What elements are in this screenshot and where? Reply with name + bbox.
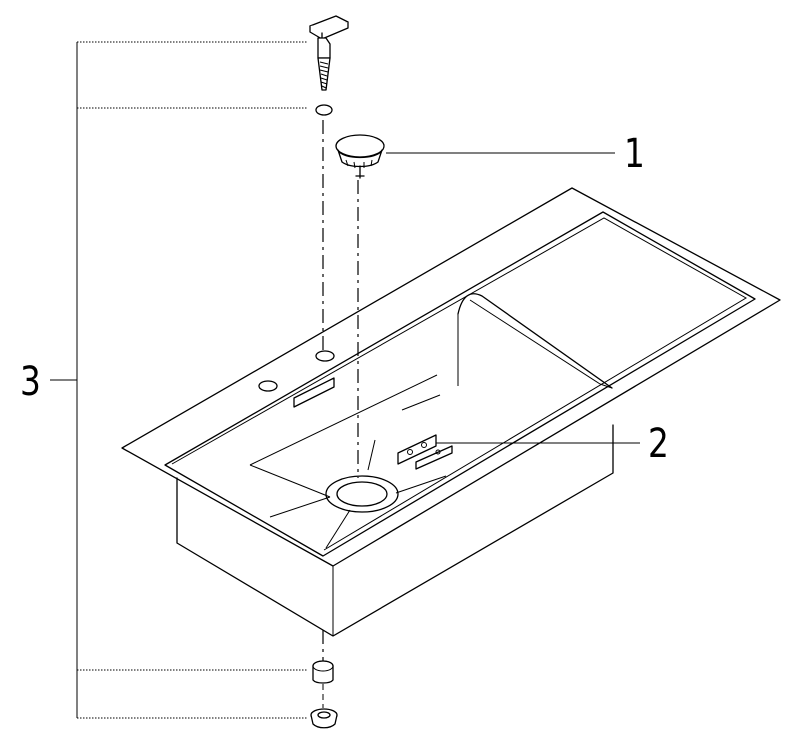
popup-knob xyxy=(309,15,349,91)
callout-1: 1 xyxy=(624,131,645,177)
sink xyxy=(121,187,781,637)
callout-3: 3 xyxy=(20,359,41,405)
drain-plug-part-1 xyxy=(335,134,385,179)
overflow-cover-part-2 xyxy=(397,434,453,470)
bottom-sleeve xyxy=(312,660,334,684)
o-ring xyxy=(315,104,333,116)
bracket-3 xyxy=(50,41,308,719)
callout-2: 2 xyxy=(648,421,669,467)
bottom-nut xyxy=(310,708,338,729)
